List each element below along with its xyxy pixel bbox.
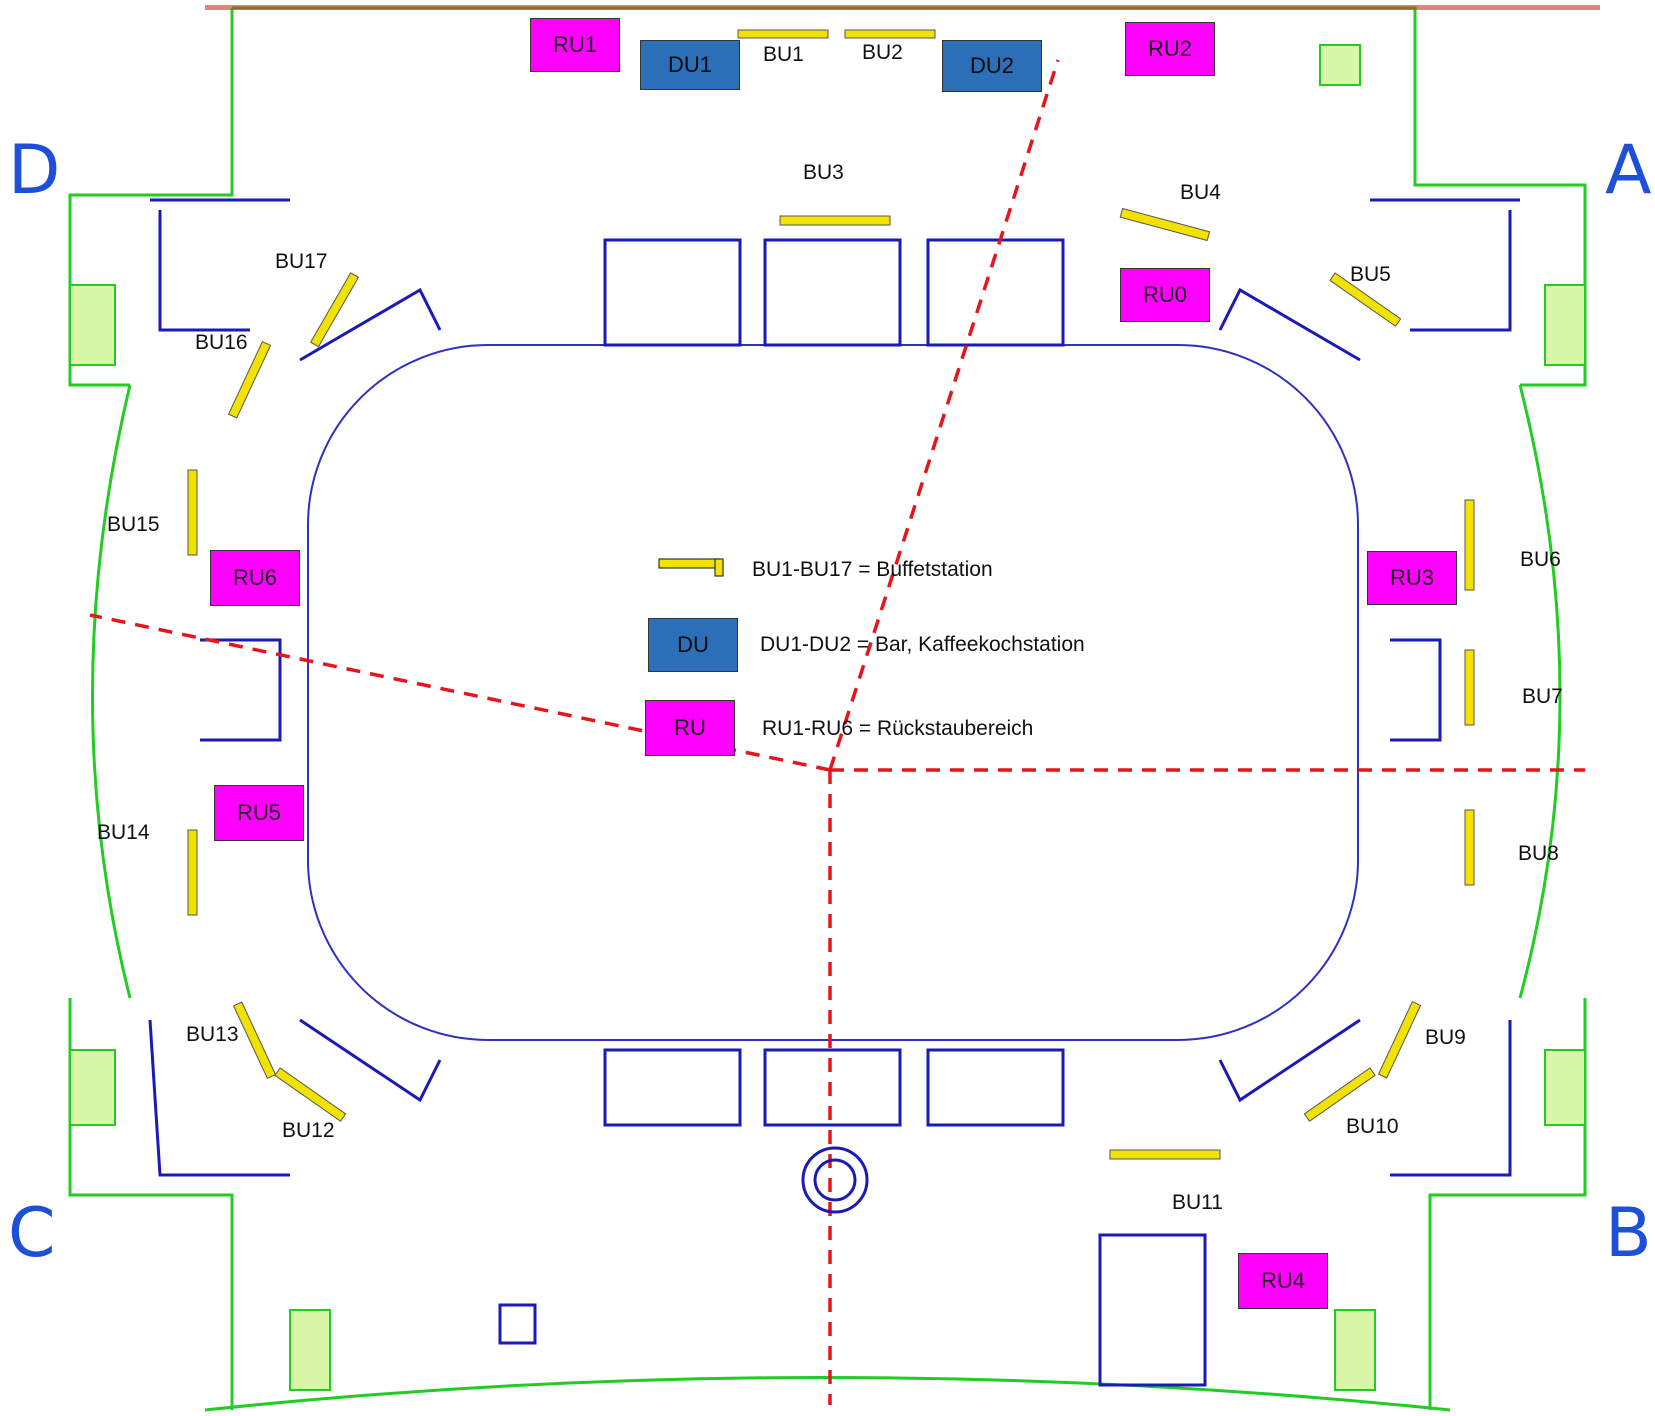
zone-du1: DU1 <box>640 40 740 90</box>
legend-buffet-swatch <box>658 558 724 577</box>
corner-label-d: D <box>8 131 61 210</box>
legend-du-text: DU1-DU2 = Bar, Kaffeekochstation <box>760 633 1085 656</box>
corner-label-b: B <box>1605 1194 1652 1273</box>
label-bu13: BU13 <box>186 1023 239 1046</box>
zone-ru0: RU0 <box>1120 268 1210 322</box>
label-bu7: BU7 <box>1522 685 1563 708</box>
label-bu14: BU14 <box>97 821 150 844</box>
corner-label-a: A <box>1605 131 1652 210</box>
label-bu2: BU2 <box>862 41 903 64</box>
interior-walls <box>148 198 1520 1387</box>
label-bu12: BU12 <box>282 1119 335 1142</box>
label-bu8: BU8 <box>1518 842 1559 865</box>
zone-du2: DU2 <box>942 40 1042 92</box>
label-bu5: BU5 <box>1350 263 1391 286</box>
label-bu4: BU4 <box>1180 181 1221 204</box>
label-bu16: BU16 <box>195 331 248 354</box>
zone-ru3: RU3 <box>1367 551 1457 605</box>
label-bu11: BU11 <box>1172 1191 1223 1214</box>
zone-ru2: RU2 <box>1125 22 1215 76</box>
label-bu1: BU1 <box>763 43 804 66</box>
zone-ru1: RU1 <box>530 18 620 72</box>
buffet-counters <box>187 29 1475 1160</box>
top-frame <box>205 5 1600 10</box>
legend-buffet-text: BU1-BU17 = Buffetstation <box>752 558 993 581</box>
label-bu17: BU17 <box>275 250 328 273</box>
legend-du-swatch: DU <box>648 618 738 672</box>
zone-ru6: RU6 <box>210 550 300 606</box>
label-bu15: BU15 <box>107 513 160 536</box>
stair-blocks <box>69 44 1586 1391</box>
elevator-circle <box>801 1146 869 1214</box>
corner-label-c: C <box>8 1194 56 1273</box>
label-bu10: BU10 <box>1346 1115 1399 1138</box>
zone-ru5: RU5 <box>214 785 304 841</box>
zone-ru4: RU4 <box>1238 1253 1328 1309</box>
legend-ru-text: RU1-RU6 = Rückstaubereich <box>762 717 1034 740</box>
label-bu6: BU6 <box>1520 548 1561 571</box>
legend-ru-swatch: RU <box>645 700 735 756</box>
label-bu3: BU3 <box>803 161 844 184</box>
label-bu9: BU9 <box>1425 1026 1466 1049</box>
